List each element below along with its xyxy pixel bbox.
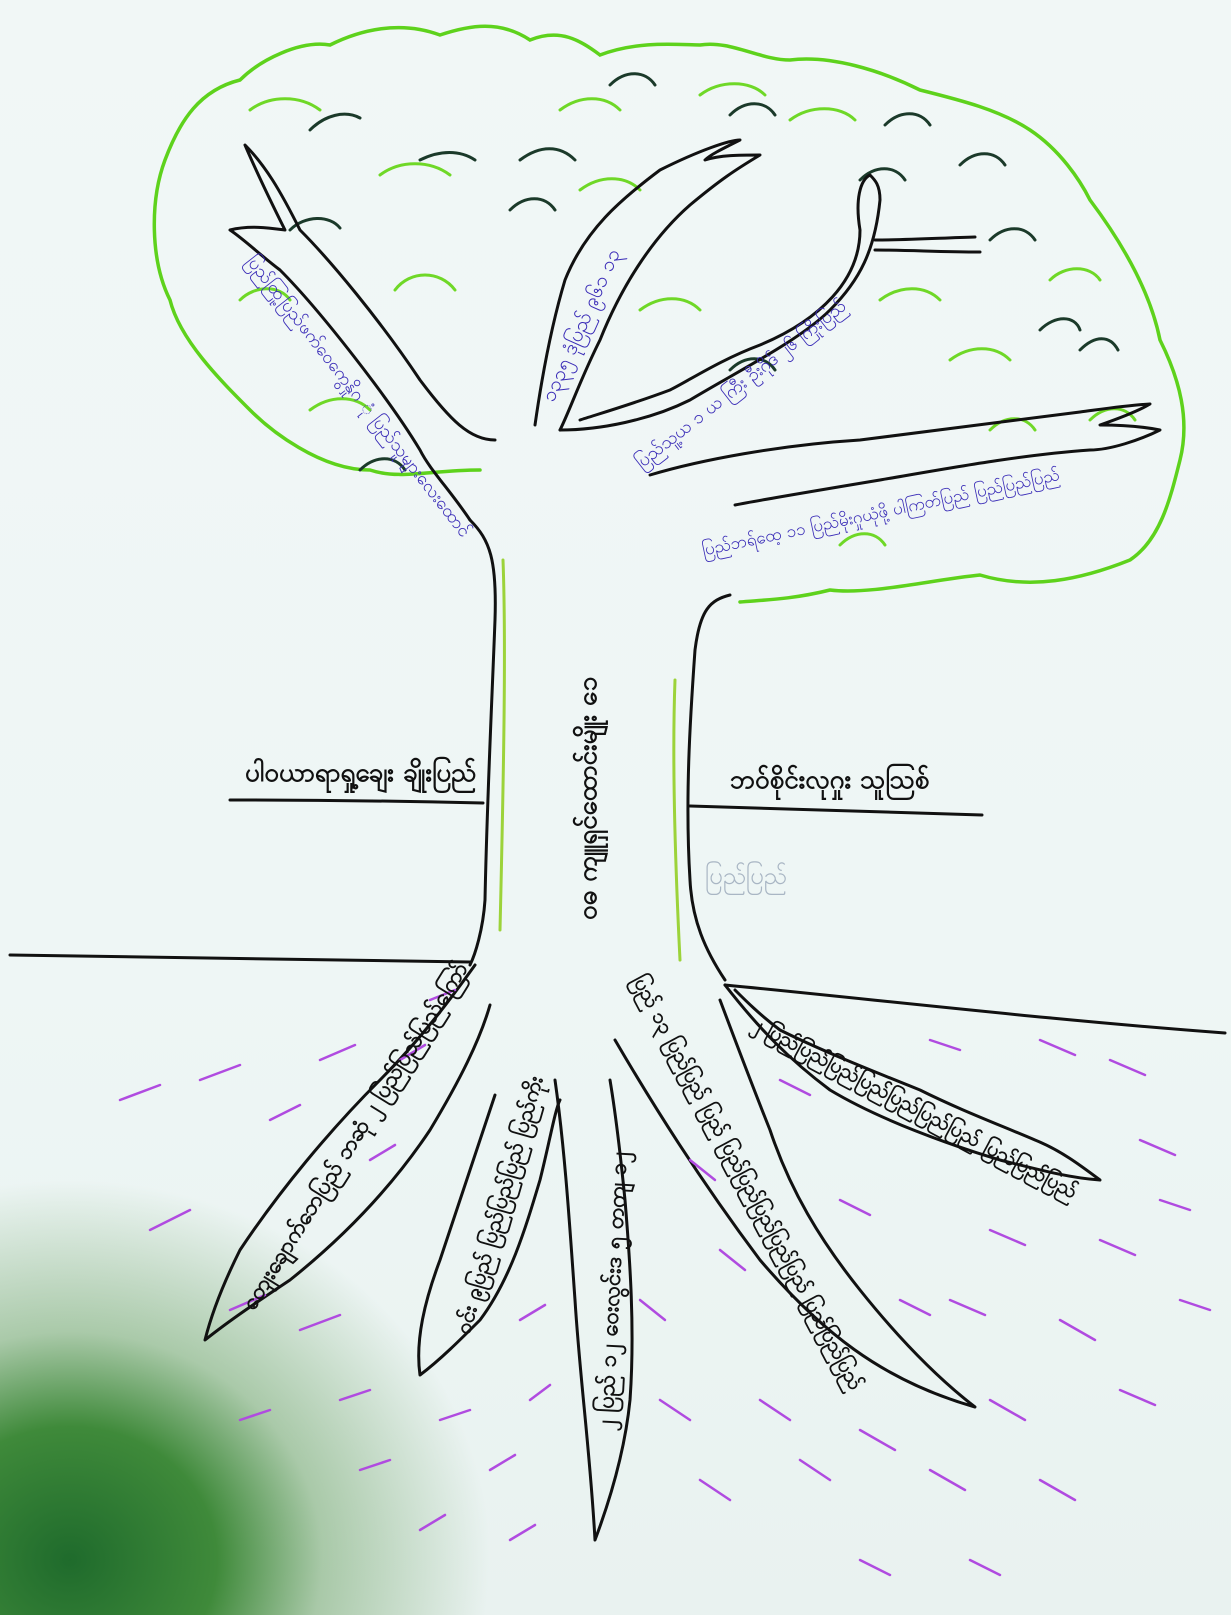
faint-erased-mark: ပြည်ပြည် xyxy=(705,862,787,890)
trunk-left-edge xyxy=(468,518,497,967)
underline-right xyxy=(688,804,984,817)
ground-line-left xyxy=(8,953,472,964)
crown-outline xyxy=(152,24,1186,604)
underline-left xyxy=(228,798,485,805)
root-1-outline xyxy=(203,963,492,1342)
root-5-outline xyxy=(723,983,1102,1182)
ground-label-right: ဘဝ်စိုင်းလုဂှုး သူသြစ် xyxy=(730,765,930,795)
trunk-right-edge xyxy=(686,593,732,982)
soil-hatching xyxy=(118,988,1212,1577)
root-3-outline xyxy=(553,1078,634,1542)
root-4-outline xyxy=(613,998,977,1409)
trunk-label: ဝဓ ကျူရှင်ထောင်းမျိုး ၁ေ xyxy=(573,676,603,920)
ground-label-left: ပါ၀ယာရာရှု့ချေး ချိုးပြည် xyxy=(245,758,477,788)
root-2-outline xyxy=(417,1093,562,1377)
ground-line-right xyxy=(723,983,1227,1035)
